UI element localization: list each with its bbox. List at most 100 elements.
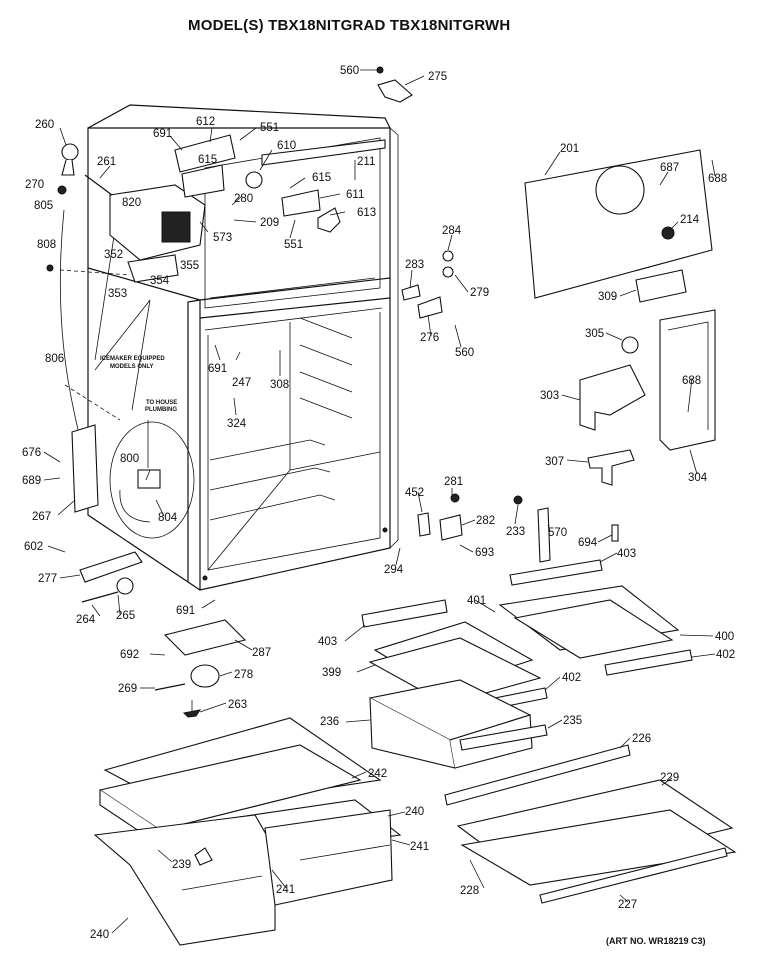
label-209: 209 xyxy=(260,217,279,229)
label-354: 354 xyxy=(150,275,170,287)
crisper-drawers-lower xyxy=(93,717,402,946)
air-duct-parts xyxy=(579,309,716,486)
crisper-drawer-upper xyxy=(368,679,548,769)
label-570: 570 xyxy=(548,527,567,539)
label-804: 804 xyxy=(158,512,178,524)
label-260: 260 xyxy=(35,119,54,131)
label-560-mid: 560 xyxy=(455,347,474,359)
art-number: (ART NO. WR18219 C3) xyxy=(606,936,706,946)
label-403-left: 403 xyxy=(318,636,337,648)
label-261: 261 xyxy=(97,156,116,168)
label-353: 353 xyxy=(108,288,127,300)
label-303: 303 xyxy=(540,390,559,402)
label-551-top: 551 xyxy=(260,122,279,134)
label-602: 602 xyxy=(24,541,43,553)
label-691-mid: 691 xyxy=(208,363,227,375)
label-307: 307 xyxy=(545,456,564,468)
label-236: 236 xyxy=(320,716,339,728)
label-610: 610 xyxy=(277,140,296,152)
label-691-bottom: 691 xyxy=(176,605,195,617)
label-264: 264 xyxy=(76,614,96,626)
label-294: 294 xyxy=(384,564,404,576)
leader-lines xyxy=(43,69,716,934)
label-694: 694 xyxy=(578,537,598,549)
part-labels: 560 275 260 691 612 551 610 261 615 615 … xyxy=(22,65,735,941)
label-233: 233 xyxy=(506,526,525,538)
label-226: 226 xyxy=(632,733,651,745)
label-692: 692 xyxy=(120,649,139,661)
label-240-left: 240 xyxy=(90,929,109,941)
icemaker-note-line1: ICEMAKER EQUIPPED xyxy=(100,356,165,362)
label-281: 281 xyxy=(444,476,463,488)
label-400: 400 xyxy=(715,631,734,643)
label-611: 611 xyxy=(346,189,364,201)
label-399: 399 xyxy=(322,667,341,679)
fresh-food-shelves xyxy=(361,559,693,716)
label-800: 800 xyxy=(120,453,139,465)
plumbing-note-line2: PLUMBING xyxy=(145,407,177,413)
plumbing-note-line1: TO HOUSE xyxy=(146,400,177,406)
refrigerator-cabinet xyxy=(87,104,399,591)
label-287: 287 xyxy=(252,647,271,659)
label-688-top: 688 xyxy=(708,173,727,185)
diagram-title: MODEL(S) TBX18NITGRAD TBX18NITGRWH xyxy=(188,17,510,34)
label-270: 270 xyxy=(25,179,44,191)
label-247: 247 xyxy=(232,377,251,389)
label-277: 277 xyxy=(38,573,57,585)
base-parts xyxy=(71,424,247,718)
label-687: 687 xyxy=(660,162,679,174)
label-276: 276 xyxy=(420,332,439,344)
label-403-right: 403 xyxy=(617,548,636,560)
label-227: 227 xyxy=(618,899,637,911)
label-229: 229 xyxy=(660,772,679,784)
label-402-mid: 402 xyxy=(562,672,581,684)
label-805: 805 xyxy=(34,200,53,212)
label-689: 689 xyxy=(22,475,41,487)
label-279: 279 xyxy=(470,287,489,299)
label-228: 228 xyxy=(460,885,479,897)
hinge-hardware xyxy=(401,250,619,563)
label-308: 308 xyxy=(270,379,289,391)
label-352: 352 xyxy=(104,249,123,261)
label-282: 282 xyxy=(476,515,495,527)
label-275: 275 xyxy=(428,71,447,83)
label-201: 201 xyxy=(560,143,579,155)
label-278: 278 xyxy=(234,669,253,681)
icemaker-note-line2: MODELS ONLY xyxy=(110,364,153,370)
label-305: 305 xyxy=(585,328,604,340)
label-214: 214 xyxy=(680,214,700,226)
label-241-left: 241 xyxy=(276,884,295,896)
label-283: 283 xyxy=(405,259,424,271)
label-239: 239 xyxy=(172,859,191,871)
label-240-right: 240 xyxy=(405,806,424,818)
label-280: 280 xyxy=(234,193,253,205)
label-676: 676 xyxy=(22,447,41,459)
label-267: 267 xyxy=(32,511,51,523)
label-309: 309 xyxy=(598,291,617,303)
label-324: 324 xyxy=(227,418,247,430)
label-573: 573 xyxy=(213,232,232,244)
label-560-top: 560 xyxy=(340,65,359,77)
label-304: 304 xyxy=(688,472,708,484)
label-551-bottom: 551 xyxy=(284,239,303,251)
label-242: 242 xyxy=(368,768,387,780)
label-401: 401 xyxy=(467,595,486,607)
label-452: 452 xyxy=(405,487,424,499)
label-402-right: 402 xyxy=(716,649,735,661)
label-269: 269 xyxy=(118,683,137,695)
icemaker-parts xyxy=(46,143,206,496)
control-parts xyxy=(174,66,413,233)
label-691-top: 691 xyxy=(153,128,172,140)
label-820: 820 xyxy=(122,197,141,209)
lower-shelf xyxy=(444,744,737,904)
label-211: 211 xyxy=(357,156,375,168)
label-688-right: 688 xyxy=(682,375,701,387)
label-806: 806 xyxy=(45,353,64,365)
label-808: 808 xyxy=(37,239,56,251)
label-615-left: 615 xyxy=(198,154,217,166)
label-241-right: 241 xyxy=(410,841,429,853)
label-263: 263 xyxy=(228,699,247,711)
label-615-right: 615 xyxy=(312,172,331,184)
label-613: 613 xyxy=(357,207,376,219)
